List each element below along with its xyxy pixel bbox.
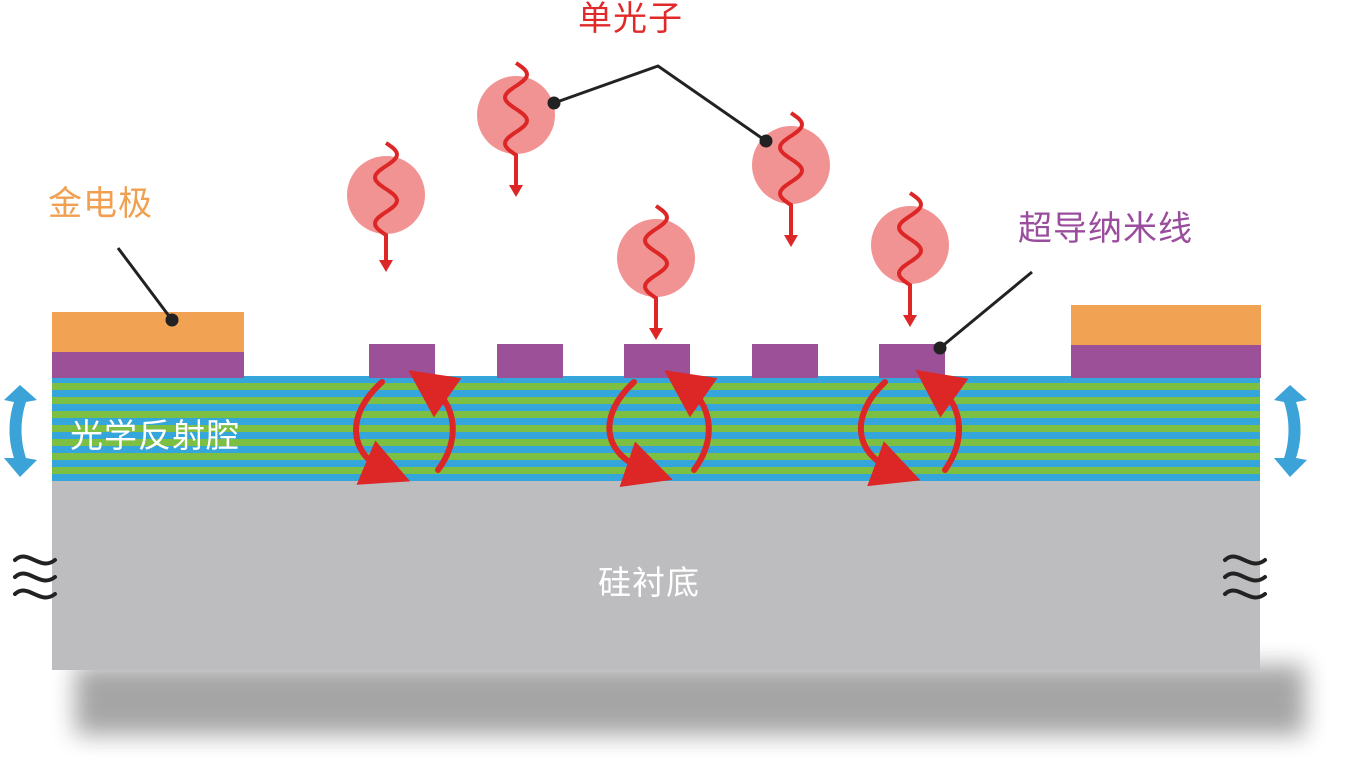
- photon-disk: [752, 126, 830, 204]
- cavity-stripe: [52, 390, 1260, 397]
- right-electrode-nanowire-layer: [1071, 343, 1261, 378]
- photon-wave: [897, 191, 923, 317]
- left-electrode-gold-layer: [52, 312, 244, 352]
- photon-wave: [503, 61, 529, 187]
- right-break-mark-icon: [1223, 554, 1267, 600]
- cavity-stripe: [52, 404, 1260, 411]
- reflection-arrow-down: [858, 379, 921, 487]
- right-electrode-gold-layer: [1071, 305, 1261, 345]
- gold-leader-line: [116, 247, 174, 321]
- photon-arrow-icon: [649, 328, 663, 340]
- cavity-stripe: [52, 383, 1260, 390]
- gold-electrode-label: 金电极: [48, 184, 153, 224]
- reflection-arrow-up: [408, 370, 462, 473]
- single-photon: [752, 111, 830, 247]
- nanowire-segment: [624, 344, 690, 378]
- cavity-stripe: [52, 418, 1260, 425]
- photon-leader-dot: [759, 134, 773, 148]
- cavity-stripe: [52, 460, 1260, 467]
- reflection-arrow-down: [353, 379, 411, 485]
- single-photon: [477, 61, 555, 197]
- photon-arrow-icon: [784, 235, 798, 247]
- right-gold-electrode: [1071, 305, 1261, 378]
- photon-disk: [477, 76, 555, 154]
- nanowire-segment: [752, 344, 818, 378]
- photon-arrow-icon: [903, 315, 917, 327]
- single-photon: [871, 191, 949, 327]
- silicon-substrate: [52, 480, 1260, 670]
- substrate-label: 硅衬底: [598, 563, 700, 602]
- photon-wave: [643, 204, 669, 330]
- cavity-stripe: [52, 432, 1260, 439]
- cavity-stripe: [52, 467, 1260, 474]
- nanowire-label: 超导纳米线: [1018, 209, 1193, 249]
- cavity-stripe: [52, 376, 1260, 383]
- cavity-label: 光学反射腔: [70, 416, 240, 455]
- photon-arrow-icon: [509, 185, 523, 197]
- break-marks: [13, 554, 1267, 600]
- right-curved-arrow-icon: [1274, 385, 1307, 477]
- reflection-arrow-down: [606, 379, 673, 487]
- cavity-stripe: [52, 397, 1260, 404]
- left-break-mark-icon: [13, 554, 57, 600]
- photon-arrow-icon: [379, 260, 393, 272]
- photon-leader-dot: [547, 96, 561, 110]
- nanowire-segment: [369, 344, 435, 378]
- nanowires: [369, 344, 945, 378]
- nanowire-leader-line: [939, 270, 1033, 350]
- photon-disk: [347, 156, 425, 234]
- left-curved-arrow-icon: [4, 385, 37, 477]
- photon-leader-line: [553, 64, 767, 143]
- reflection-arrow-up: [664, 370, 718, 473]
- photon-wave: [778, 111, 804, 237]
- single-photons: [347, 61, 949, 340]
- photon-disk: [617, 219, 695, 297]
- nanowire-leader-dot: [933, 341, 947, 355]
- photon-wave: [373, 141, 399, 262]
- leader-lines: [116, 64, 1033, 355]
- gold-leader-dot: [165, 313, 179, 327]
- nanowire-segment: [497, 344, 563, 378]
- cavity-stripe: [52, 425, 1260, 432]
- cavity-stripe: [52, 474, 1260, 481]
- reflection-arrow-up: [915, 369, 969, 473]
- left-gold-electrode: [52, 312, 244, 378]
- cavity-reflections: [353, 369, 969, 487]
- photon-disk: [871, 206, 949, 284]
- left-electrode-nanowire-layer: [52, 350, 244, 378]
- cavity-stripe: [52, 411, 1260, 418]
- single-photon-label: 单光子: [578, 0, 683, 39]
- single-photon: [347, 141, 425, 272]
- substrate-shadow: [75, 665, 1305, 735]
- single-photon: [617, 204, 695, 340]
- side-arrows: [4, 385, 1307, 477]
